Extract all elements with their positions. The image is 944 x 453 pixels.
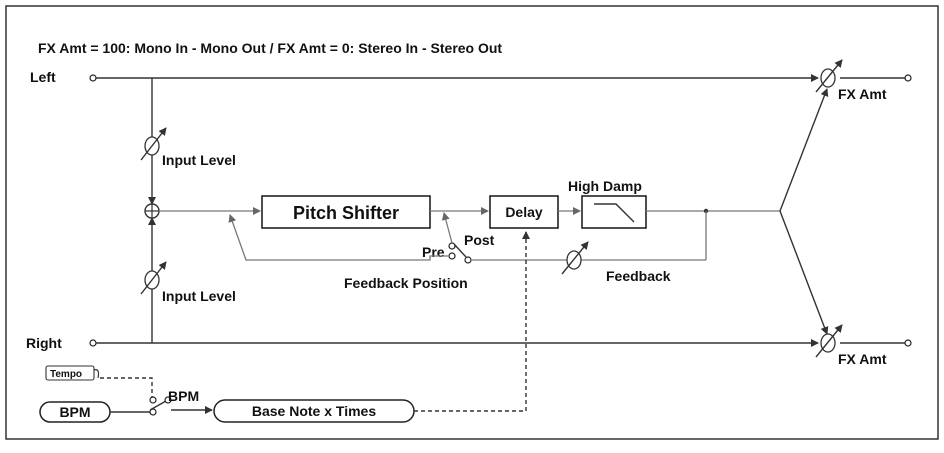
- bpm-switch-output-terminal: [164, 396, 172, 404]
- post-label: Post: [464, 232, 495, 248]
- pitch-shifter-label: Pitch Shifter: [293, 203, 399, 223]
- bpm-switch-lever[interactable]: [149, 400, 167, 411]
- wet-to-right-line: [779, 210, 829, 335]
- input-level-right-knob[interactable]: [140, 261, 167, 295]
- right-input-terminal: [89, 339, 97, 347]
- tempo-label: Tempo: [50, 369, 82, 380]
- post-tap-line: [441, 212, 453, 244]
- fx-amt-left-knob[interactable]: [815, 59, 843, 93]
- input-level-left-label: Input Level: [162, 152, 236, 168]
- switch-common-terminal: [464, 256, 472, 264]
- bpm-switch-label: BPM: [168, 388, 199, 404]
- fx-amt-right-knob[interactable]: [815, 324, 843, 358]
- diagram-frame: [5, 5, 939, 440]
- tempo-to-delay-line: [414, 231, 530, 412]
- pre-feedback-line: [228, 214, 449, 261]
- left-output-terminal: [904, 74, 912, 82]
- tempo-link-line: [100, 377, 153, 398]
- delay-block[interactable]: [489, 195, 559, 229]
- switch-lever[interactable]: [453, 243, 467, 258]
- feedback-knob[interactable]: [561, 241, 589, 275]
- pitch-shifter-block[interactable]: [261, 195, 431, 229]
- pre-label: Pre: [422, 244, 445, 260]
- right-output-terminal: [904, 339, 912, 347]
- input-level-right-label: Input Level: [162, 288, 236, 304]
- bpm-switch-tempo-terminal: [149, 396, 157, 404]
- feedback-position-label: Feedback Position: [344, 275, 468, 291]
- left-input-terminal: [89, 74, 97, 82]
- bpm-box-label: BPM: [59, 404, 90, 420]
- right-input-label: Right: [26, 335, 62, 351]
- lowpass-curve-icon: [594, 203, 635, 223]
- tempo-note-icon: [93, 369, 100, 379]
- mixer-sum-icon: [144, 203, 160, 219]
- high-damp-filter-block[interactable]: [581, 195, 647, 229]
- fx-amt-left-label: FX Amt: [838, 86, 887, 102]
- switch-post-terminal: [448, 242, 456, 250]
- tempo-box[interactable]: [45, 365, 95, 381]
- feedback-label: Feedback: [606, 268, 671, 284]
- wet-to-left-line: [779, 88, 829, 212]
- fx-amt-right-label: FX Amt: [838, 351, 887, 367]
- base-note-label: Base Note x Times: [252, 403, 376, 419]
- header-text: FX Amt = 100: Mono In - Mono Out / FX Am…: [38, 40, 502, 56]
- left-input-label: Left: [30, 69, 56, 85]
- high-damp-label: High Damp: [568, 178, 642, 194]
- delay-label: Delay: [505, 204, 543, 220]
- switch-pre-terminal: [448, 252, 456, 260]
- input-level-left-knob[interactable]: [140, 127, 167, 161]
